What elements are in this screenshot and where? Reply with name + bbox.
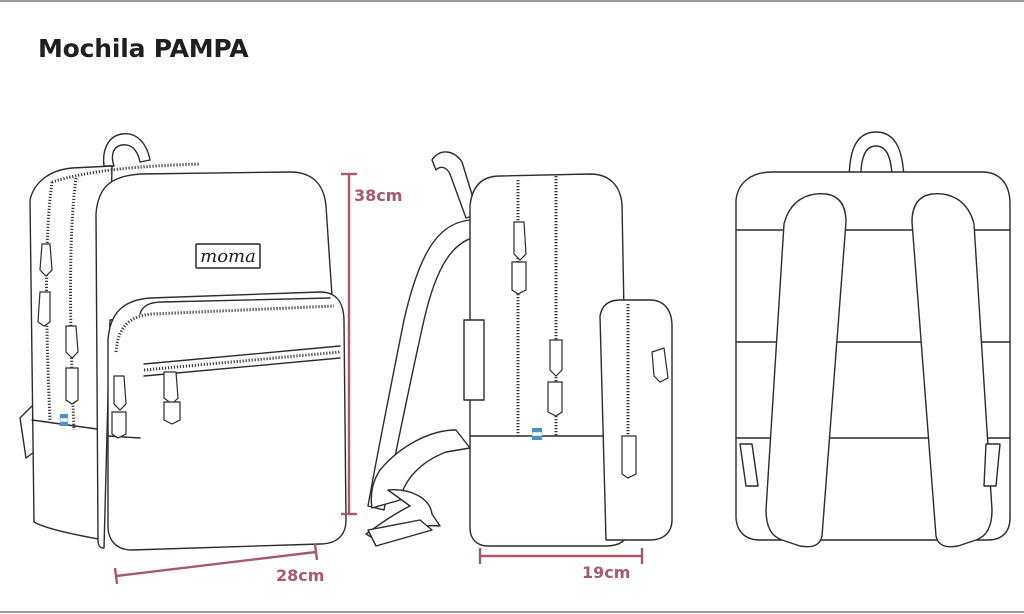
front-view: moma: [19, 133, 347, 551]
side-strap-lower: [370, 429, 471, 509]
back-view: [735, 131, 1011, 548]
top-border: [0, 0, 1024, 2]
front-pocket-seam: [107, 435, 141, 439]
bottom-border: [0, 611, 1024, 613]
height-dimension-line: [341, 172, 357, 516]
side-zipper-pullers: [511, 221, 669, 479]
front-pocket-zipper: [114, 304, 335, 353]
back-right-shoulder-strap: [911, 193, 993, 548]
front-top-handle: [102, 133, 151, 167]
width-dimension-label: 28cm: [276, 566, 325, 585]
side-strap-end: [367, 519, 433, 547]
back-left-shoulder-strap: [765, 193, 847, 548]
front-pocket-top-edge: [139, 297, 331, 315]
front-main-body: [95, 171, 333, 549]
side-flag-tag: [531, 428, 543, 440]
side-back-padding: [463, 319, 485, 401]
back-left-buckle: [739, 443, 759, 487]
side-view: [365, 151, 673, 547]
side-pocket: [599, 299, 673, 541]
height-dimension-label: 38cm: [354, 186, 403, 205]
front-main-zipper-2: [69, 177, 78, 431]
brand-logo-text: moma: [200, 246, 256, 267]
brand-logo-patch: [195, 243, 261, 269]
front-top-zipper: [51, 162, 201, 184]
front-main-zipper-1: [45, 181, 54, 421]
front-flag-tag: [59, 414, 69, 426]
depth-dimension-line: [478, 548, 644, 564]
side-strap-top: [431, 151, 479, 219]
width-dimension-line: [113, 543, 319, 585]
depth-dimension-label: 19cm: [582, 563, 631, 582]
page-title: Mochila PAMPA: [38, 34, 249, 63]
side-shoulder-strap: [367, 219, 481, 511]
front-pocket: [107, 291, 347, 551]
back-right-buckle: [983, 443, 1001, 487]
front-zipper-pullers: [37, 243, 181, 439]
